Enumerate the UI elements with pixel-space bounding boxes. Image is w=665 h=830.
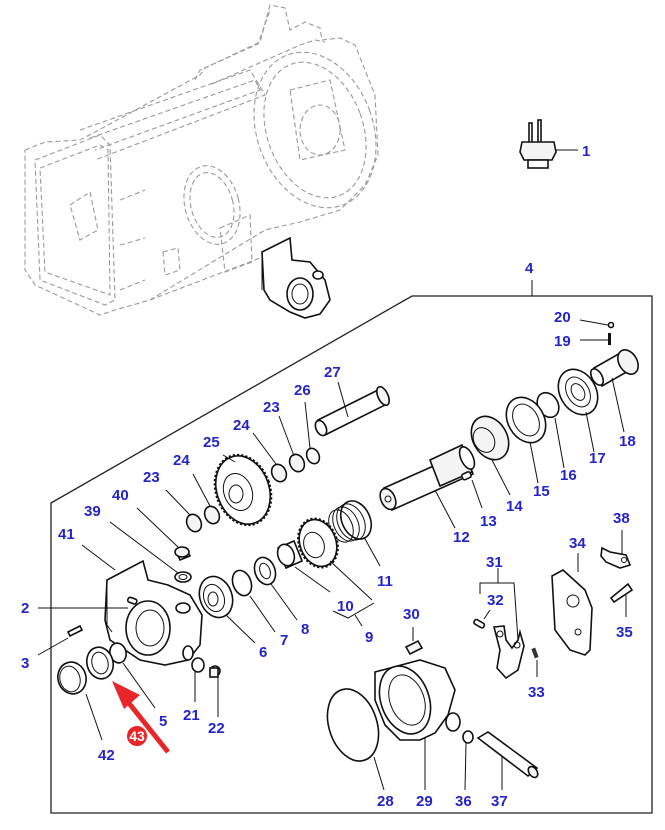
- callout-34[interactable]: 34: [569, 535, 586, 552]
- callout-30[interactable]: 30: [403, 606, 420, 623]
- lower-right-group: [326, 530, 634, 791]
- callout-23-left[interactable]: 23: [143, 469, 160, 486]
- callout-labels: 1 4 20 19 27 26 23 24 25 24 23 40 39 41 …: [21, 143, 636, 810]
- housing-flange-part: [261, 236, 331, 319]
- callout-36[interactable]: 36: [455, 793, 472, 810]
- callout-26[interactable]: 26: [294, 382, 311, 399]
- callout-10[interactable]: 10: [337, 598, 354, 615]
- callout-13[interactable]: 13: [480, 513, 497, 530]
- callout-2[interactable]: 2: [21, 600, 29, 617]
- callout-31[interactable]: 31: [486, 554, 503, 571]
- callout-19[interactable]: 19: [554, 333, 571, 350]
- callout-8[interactable]: 8: [301, 621, 309, 638]
- callout-33[interactable]: 33: [528, 684, 545, 701]
- callout-5[interactable]: 5: [159, 713, 167, 730]
- callout-6[interactable]: 6: [259, 644, 267, 661]
- callout-22[interactable]: 22: [208, 720, 225, 737]
- callout-11[interactable]: 11: [377, 573, 393, 590]
- pto-housing-group: [37, 507, 221, 741]
- callout-20[interactable]: 20: [554, 309, 571, 326]
- callout-17[interactable]: 17: [589, 450, 606, 467]
- callout-25[interactable]: 25: [203, 434, 220, 451]
- red-arrow-icon: [122, 695, 170, 754]
- callout-32[interactable]: 32: [487, 592, 504, 609]
- callout-28[interactable]: 28: [377, 793, 394, 810]
- callout-37[interactable]: 37: [491, 793, 508, 810]
- callout-41[interactable]: 41: [58, 526, 75, 543]
- highlight-badge[interactable]: [126, 725, 148, 747]
- callout-18[interactable]: 18: [619, 433, 636, 450]
- callout-40[interactable]: 40: [112, 487, 129, 504]
- callout-23-right[interactable]: 23: [263, 399, 280, 416]
- upper-shaft-group: [328, 319, 639, 567]
- lower-gear-train: [198, 517, 375, 644]
- callout-7[interactable]: 7: [280, 632, 288, 649]
- callout-1[interactable]: 1: [582, 143, 590, 160]
- callout-14[interactable]: 14: [506, 498, 523, 515]
- callout-38[interactable]: 38: [613, 510, 630, 527]
- transmission-housing-ghost: [24, 4, 379, 316]
- callout-16[interactable]: 16: [560, 467, 577, 484]
- callout-35[interactable]: 35: [616, 624, 633, 641]
- callout-29[interactable]: 29: [416, 793, 433, 810]
- callout-24-right[interactable]: 24: [233, 417, 250, 434]
- red-arrow-head-icon: [112, 681, 140, 709]
- callout-9[interactable]: 9: [365, 629, 373, 646]
- callout-12[interactable]: 12: [453, 529, 470, 546]
- callout-21[interactable]: 21: [183, 707, 200, 724]
- highlight-badge-label: 43: [129, 728, 145, 744]
- callout-24-left[interactable]: 24: [173, 452, 190, 469]
- pressure-switch-part: [519, 119, 578, 169]
- callout-27[interactable]: 27: [324, 364, 341, 381]
- callout-42[interactable]: 42: [98, 747, 115, 764]
- callout-15[interactable]: 15: [533, 483, 550, 500]
- assembly-frame: [50, 280, 653, 814]
- callout-3[interactable]: 3: [21, 655, 29, 672]
- idler-gear-group: [165, 381, 390, 533]
- callout-39[interactable]: 39: [84, 503, 101, 520]
- highlight-marker: 43: [112, 681, 170, 754]
- callout-4[interactable]: 4: [525, 260, 534, 277]
